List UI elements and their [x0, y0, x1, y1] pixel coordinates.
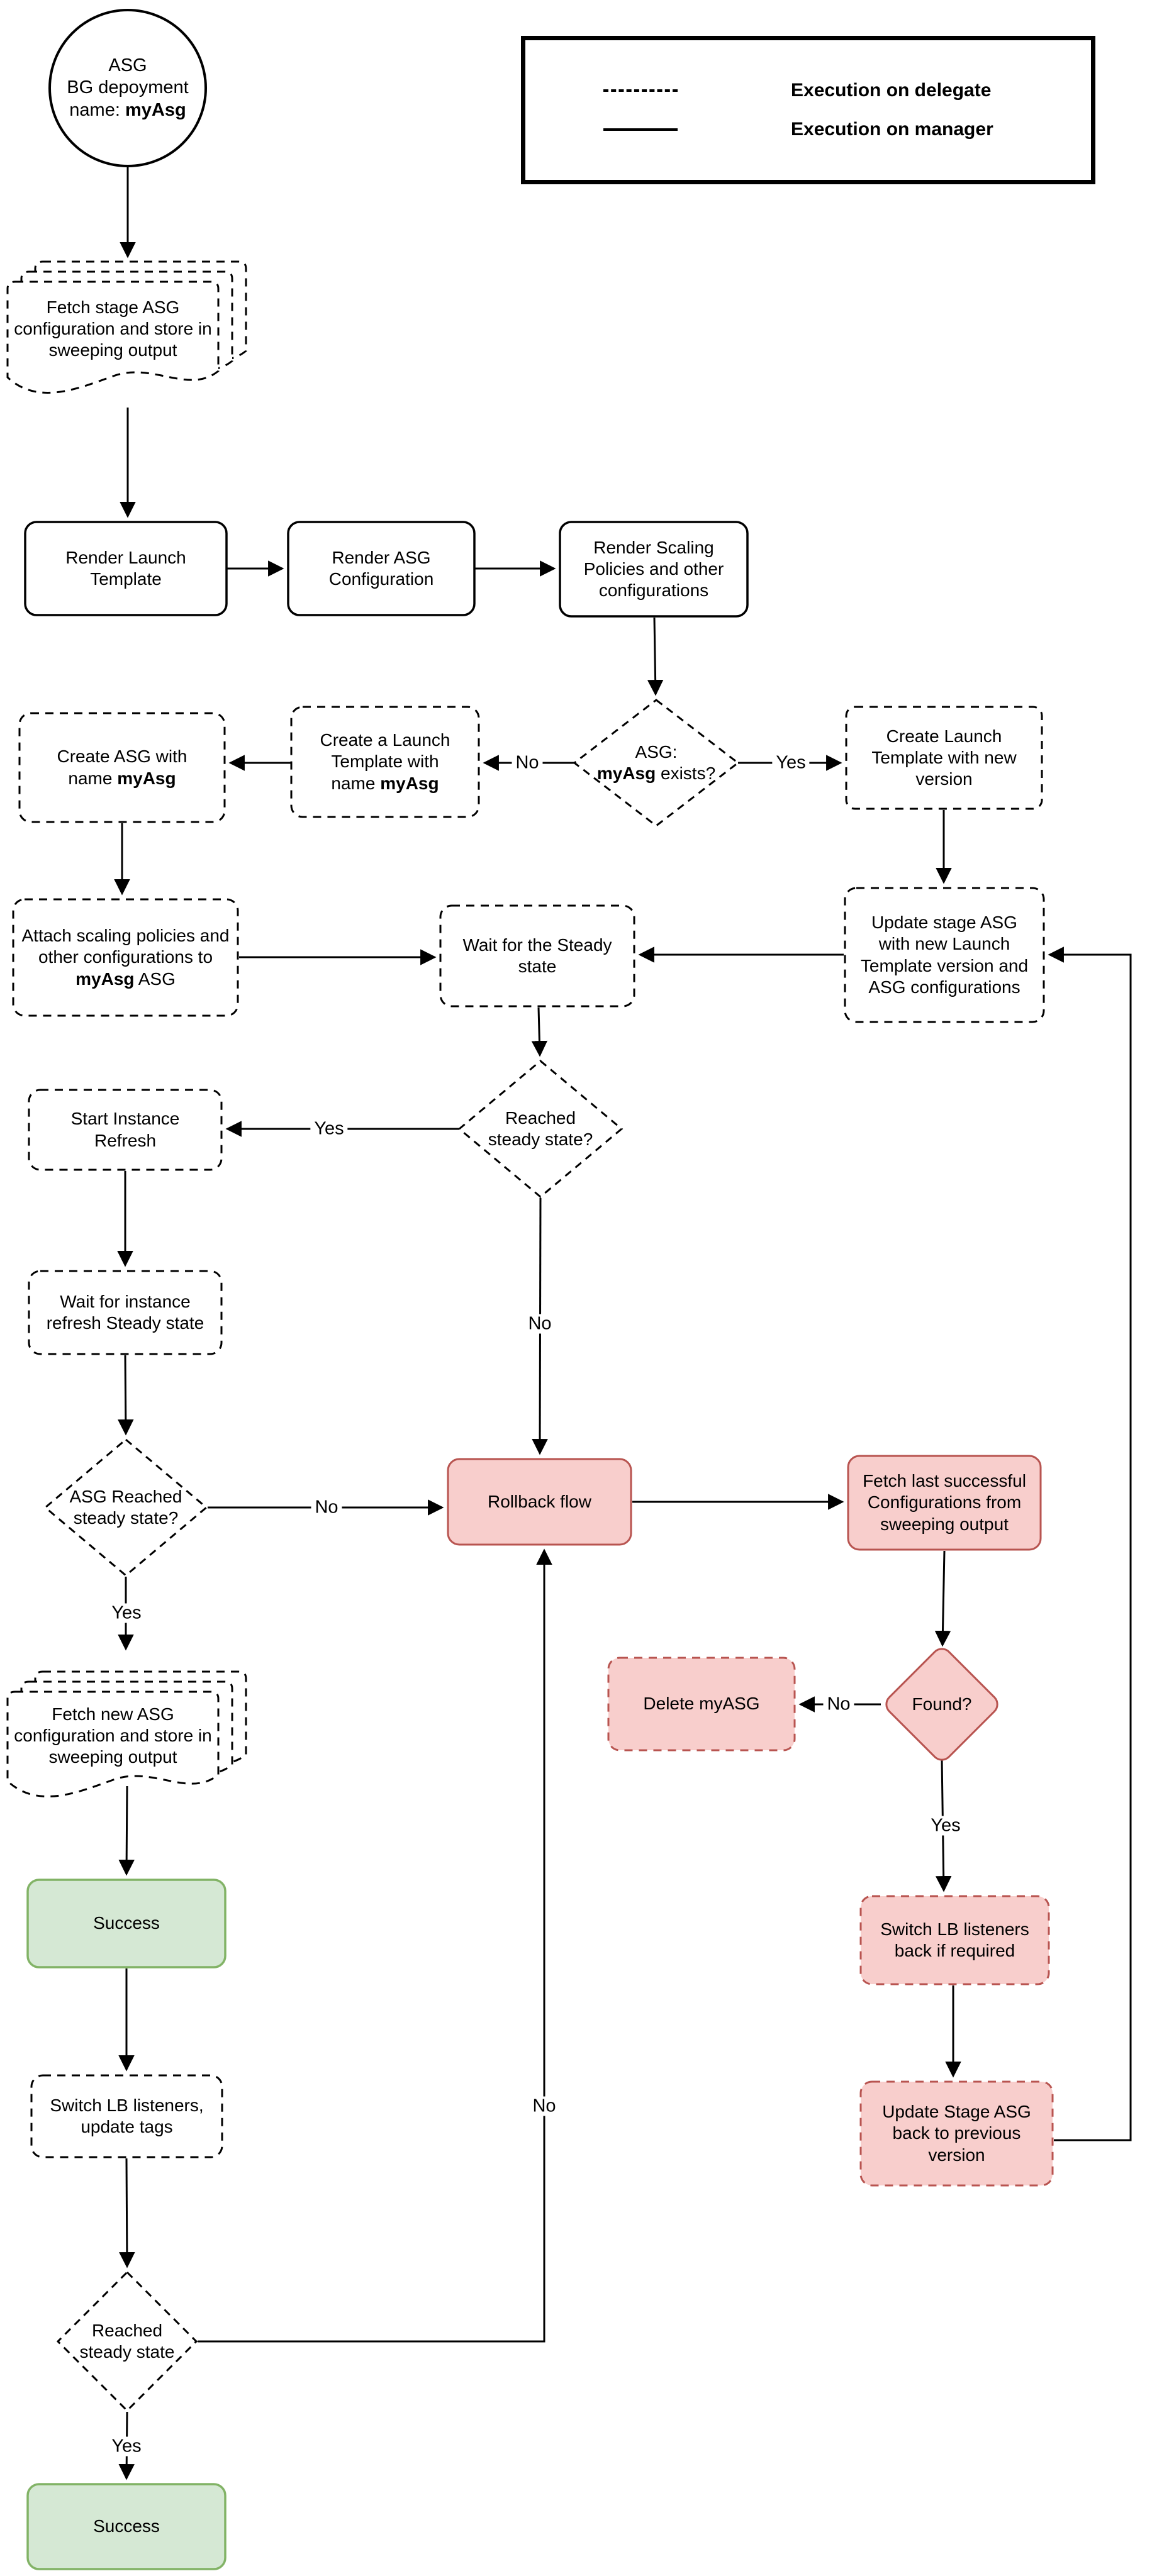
edge-label-found-yes: Yes [927, 1816, 965, 1836]
edge-label-asg-exists-yes: Yes [772, 753, 810, 773]
asg-reached-diamond-shape [43, 1438, 208, 1577]
success-main-shape [26, 1879, 226, 1968]
success-final-label: Success [93, 2516, 160, 2536]
fetch-new-label: Fetch new ASG configuration and store in… [14, 1704, 212, 1767]
fetch-stage-doc-shape [6, 260, 247, 394]
solid-line-sample [603, 128, 678, 131]
fetch-stage-label: Fetch stage ASG configuration and store … [14, 297, 212, 360]
legend-manager-label: Execution on manager [791, 119, 993, 140]
edge-fetch-last-to-found [934, 1550, 951, 1647]
edge-switch-lb-to-reached-final [119, 2158, 135, 2268]
switch-lb-back-label: Switch LB listeners back if required [880, 1919, 1029, 1960]
edge-wait-to-reached [531, 1007, 548, 1057]
dashed-line-sample [603, 89, 678, 92]
found-diamond-shape [885, 1648, 998, 1761]
edge-label-reached-no: No [524, 1314, 556, 1334]
create-asg-shape [18, 712, 226, 823]
legend-delegate-label: Execution on delegate [791, 80, 992, 101]
render-scaling-label: Render Scaling Policies and other config… [583, 537, 724, 601]
edge-label-asg-reached-yes: Yes [108, 1603, 145, 1623]
edge-label-final-yes: Yes [108, 2436, 145, 2457]
start-instance-refresh-shape [28, 1089, 223, 1171]
start-instance-refresh-label: Start Instance Refresh [70, 1109, 180, 1150]
wait-steady-shape [439, 904, 635, 1008]
legend-row-delegate: Execution on delegate [525, 71, 1091, 110]
switch-lb-update-tags-shape [30, 2074, 223, 2158]
rollback-shape [447, 1458, 632, 1546]
edge-label-found-no: No [823, 1694, 854, 1714]
edge-wait-ir-to-asg-reached [118, 1355, 134, 1436]
edge-label-final-no: No [528, 2096, 560, 2116]
success-final-shape [26, 2483, 226, 2570]
reached-steady-diamond-shape [457, 1060, 624, 1198]
attach-shape [12, 898, 239, 1017]
reached-final-label: Reached steady state [79, 2320, 175, 2362]
update-stage-shape [844, 887, 1045, 1023]
start-line3-prefix: name: [69, 99, 125, 120]
start-line1: ASG [108, 55, 147, 75]
edge-scaling-to-exists [647, 617, 664, 696]
edge-fetch-new-to-success [118, 1785, 135, 1876]
rollback-label: Rollback flow [488, 1491, 591, 1511]
edge-loop-update-back-to-update-stage [1048, 947, 1132, 2141]
edge-label-asg-exists-no: No [512, 753, 543, 773]
delete-asg-shape [607, 1657, 796, 1752]
found-label: Found? [912, 1694, 972, 1714]
update-stage-back-label: Update Stage ASG back to previous versio… [882, 2102, 1031, 2165]
start-circle-shape [48, 9, 207, 167]
wait-instance-refresh-label: Wait for instance refresh Steady state [46, 1291, 204, 1333]
render-launch-label: Render Launch Template [65, 547, 186, 589]
reached-steady-label: Reached steady state? [488, 1108, 593, 1149]
update-stage-back-shape [859, 2080, 1054, 2187]
reached-final-diamond-shape [56, 2270, 198, 2412]
start-line3-bold: myAsg [125, 99, 186, 120]
update-stage-label: Update stage ASG with new Launch Templat… [860, 913, 1029, 997]
render-scaling-shape [559, 521, 749, 618]
delete-asg-label: Delete myASG [643, 1694, 760, 1714]
create-lt-shape [290, 706, 480, 818]
asg-exists-diamond-shape [573, 699, 740, 827]
create-lt-new-label: Create Launch Template with new version [871, 726, 1017, 789]
create-lt-new-shape [845, 706, 1043, 810]
success-main-label: Success [93, 1913, 160, 1933]
wait-steady-label: Wait for the Steady state [462, 935, 612, 976]
start-line2: BG depoyment [67, 77, 189, 98]
edge-label-reached-yes: Yes [310, 1119, 348, 1139]
render-asg-config-label: Render ASG Configuration [328, 547, 434, 589]
switch-lb-update-tags-label: Switch LB listeners, update tags [50, 2095, 204, 2136]
attach-label: Attach scaling policies and other config… [21, 926, 230, 989]
render-asg-config-shape [287, 521, 476, 616]
create-lt-label: Create a Launch Template with name myAsg [320, 730, 450, 793]
edge-reached-final-no-loop [198, 1548, 552, 2343]
render-launch-shape [24, 521, 228, 616]
legend-row-manager: Execution on manager [525, 110, 1091, 149]
asg-exists-label: ASG:myAsg exists? [596, 741, 716, 783]
edge-label-asg-reached-no: No [311, 1497, 342, 1518]
asg-reached-label: ASG Reached steady state? [69, 1486, 182, 1528]
fetch-last-label: Fetch last successful Configurations fro… [863, 1471, 1026, 1534]
create-asg-label: Create ASG with name myAsg [57, 747, 187, 788]
switch-lb-back-shape [859, 1895, 1050, 1985]
legend-box: Execution on delegate Execution on manag… [521, 36, 1095, 184]
wait-instance-refresh-shape [28, 1270, 223, 1355]
fetch-new-doc-shape [6, 1670, 247, 1797]
fetch-last-shape [847, 1455, 1042, 1551]
